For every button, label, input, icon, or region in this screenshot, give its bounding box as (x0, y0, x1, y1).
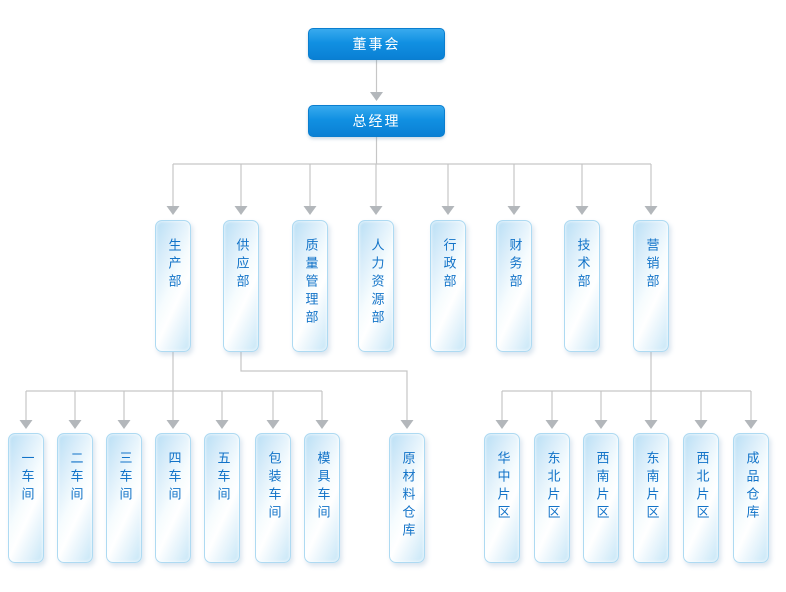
node-warehouse-raw-materials[interactable]: 原材料仓库 (389, 433, 425, 563)
node-warehouse-finished-goods[interactable]: 成品仓库 (733, 433, 769, 563)
node-region-northwest-label: 西北片区 (693, 451, 709, 523)
connector-strokes (25, 60, 752, 421)
node-dept-quality-management-label: 质量管理部 (302, 238, 318, 328)
node-board-of-directors[interactable]: 董事会 (308, 28, 445, 60)
node-dept-technology[interactable]: 技术部 (564, 220, 600, 352)
node-region-southeast[interactable]: 东南片区 (633, 433, 669, 563)
node-dept-finance-label: 财务部 (506, 238, 522, 292)
node-general-manager[interactable]: 总经理 (308, 105, 445, 137)
node-workshop-2-label: 二车间 (67, 451, 83, 505)
node-workshop-4[interactable]: 四车间 (155, 433, 191, 563)
node-dept-human-resources-label: 人力资源部 (368, 238, 384, 328)
node-region-northeast-label: 东北片区 (544, 451, 560, 523)
node-workshop-5[interactable]: 五车间 (204, 433, 240, 563)
node-dept-quality-management[interactable]: 质量管理部 (292, 220, 328, 352)
node-dept-marketing-label: 营销部 (643, 238, 659, 292)
node-workshop-packaging[interactable]: 包装车间 (255, 433, 291, 563)
node-warehouse-finished-goods-label: 成品仓库 (743, 451, 759, 523)
node-region-northeast[interactable]: 东北片区 (534, 433, 570, 563)
node-dept-technology-label: 技术部 (574, 238, 590, 292)
node-dept-human-resources[interactable]: 人力资源部 (358, 220, 394, 352)
node-region-southwest[interactable]: 西南片区 (583, 433, 619, 563)
node-workshop-3[interactable]: 三车间 (106, 433, 142, 563)
node-region-southeast-label: 东南片区 (643, 451, 659, 523)
node-dept-supply-label: 供应部 (233, 238, 249, 292)
node-dept-finance[interactable]: 财务部 (496, 220, 532, 352)
node-workshop-packaging-label: 包装车间 (265, 451, 281, 523)
node-workshop-3-label: 三车间 (116, 451, 132, 505)
node-dept-production-label: 生产部 (165, 238, 181, 292)
node-workshop-mold-label: 模具车间 (314, 451, 330, 523)
node-workshop-1-label: 一车间 (18, 451, 34, 505)
node-region-central-china[interactable]: 华中片区 (484, 433, 520, 563)
node-region-southwest-label: 西南片区 (593, 451, 609, 523)
node-workshop-4-label: 四车间 (165, 451, 181, 505)
connector-arrowheads (19, 92, 758, 429)
node-workshop-1[interactable]: 一车间 (8, 433, 44, 563)
node-workshop-2[interactable]: 二车间 (57, 433, 93, 563)
node-workshop-5-label: 五车间 (214, 451, 230, 505)
node-dept-administration[interactable]: 行政部 (430, 220, 466, 352)
node-dept-supply[interactable]: 供应部 (223, 220, 259, 352)
node-dept-production[interactable]: 生产部 (155, 220, 191, 352)
node-region-central-china-label: 华中片区 (494, 451, 510, 523)
node-workshop-mold[interactable]: 模具车间 (304, 433, 340, 563)
node-region-northwest[interactable]: 西北片区 (683, 433, 719, 563)
node-dept-administration-label: 行政部 (440, 238, 456, 292)
node-warehouse-raw-materials-label: 原材料仓库 (399, 451, 415, 541)
node-dept-marketing[interactable]: 营销部 (633, 220, 669, 352)
